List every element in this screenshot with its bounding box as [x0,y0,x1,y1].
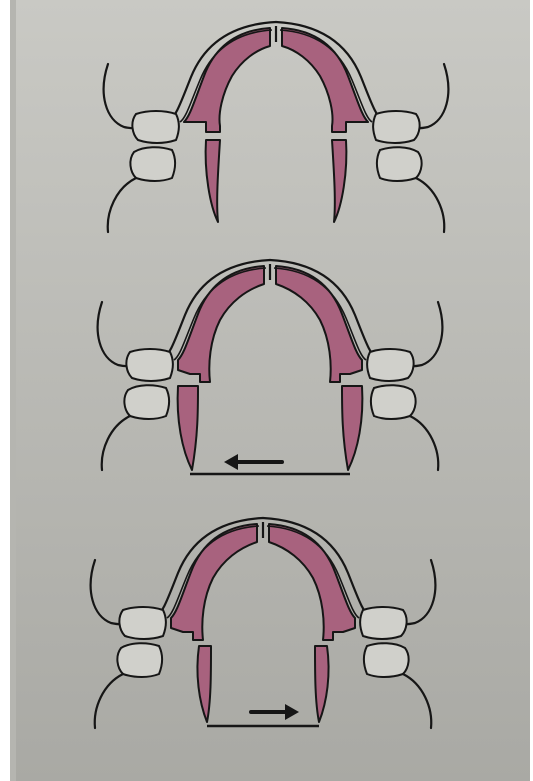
upper-tooth-right [367,349,414,381]
lower-tooth-right [377,147,422,181]
paper-edge-shadow [10,0,16,781]
lower-tooth-left [124,385,169,419]
lower-tooth-right [364,643,409,677]
lower-tooth-left [130,147,175,181]
lower-tooth-right [371,385,416,419]
paper-sheet [10,0,530,781]
upper-tooth-right [373,111,420,143]
upper-tooth-left [126,349,173,381]
upper-tooth-left [132,111,179,143]
upper-tooth-right [360,607,407,639]
upper-tooth-left [119,607,166,639]
lower-tooth-left [117,643,162,677]
